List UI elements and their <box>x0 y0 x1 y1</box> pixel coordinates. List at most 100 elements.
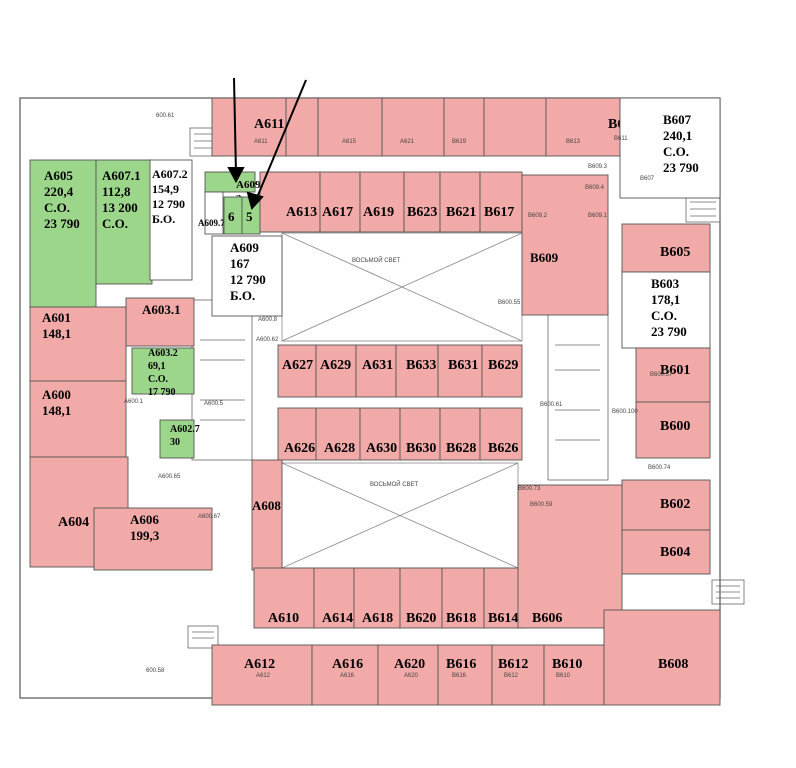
unit-b628[interactable]: B628 <box>439 407 481 461</box>
unit-area[interactable] <box>211 235 283 317</box>
unit-b616[interactable]: B616 <box>437 644 493 706</box>
unit-a626[interactable]: A626 <box>277 407 317 461</box>
unit-b608[interactable]: B608 <box>603 609 721 706</box>
unit-b606[interactable]: B606 <box>517 484 623 629</box>
unit-a616[interactable]: A616 <box>311 644 379 706</box>
unit-a608[interactable]: A608 <box>251 459 283 571</box>
unit-b633[interactable]: B633 <box>395 344 439 398</box>
unit-area[interactable] <box>353 567 401 629</box>
unit-b629[interactable]: B629 <box>481 344 523 398</box>
unit-b604[interactable]: B604 <box>621 529 711 575</box>
unit-area[interactable] <box>621 529 711 575</box>
unit-b614[interactable]: B614 <box>483 567 525 629</box>
unit-area[interactable] <box>253 567 315 629</box>
unit-area[interactable] <box>483 567 525 629</box>
unit-area[interactable] <box>481 344 523 398</box>
unit-area[interactable] <box>355 344 397 398</box>
unit-area[interactable] <box>315 344 357 398</box>
unit-a617[interactable]: A617 <box>319 171 361 233</box>
unit-a631[interactable]: A631 <box>355 344 397 398</box>
unit-area[interactable] <box>319 171 361 233</box>
unit-a628[interactable]: A628 <box>315 407 361 461</box>
unit-a612[interactable]: A612 <box>211 644 313 706</box>
unit-a611[interactable]: A611 <box>211 97 287 157</box>
unit-area[interactable] <box>443 97 485 157</box>
unit-b623[interactable]: B623 <box>403 171 441 233</box>
unit-area[interactable] <box>521 174 609 316</box>
unit-area[interactable] <box>377 644 439 706</box>
unit-area[interactable] <box>159 419 195 459</box>
unit-a619[interactable]: A619 <box>359 171 405 233</box>
unit-a602-7[interactable]: A602.730 <box>159 419 200 459</box>
unit-area[interactable] <box>619 97 721 199</box>
unit-6[interactable]: 6 <box>223 196 243 235</box>
unit-area[interactable] <box>211 644 313 706</box>
unit-area[interactable] <box>479 171 523 233</box>
unit-area[interactable] <box>483 97 547 157</box>
unit-area[interactable] <box>125 297 195 347</box>
unit-area[interactable] <box>439 407 481 461</box>
unit-area[interactable] <box>311 644 379 706</box>
unit-b630[interactable]: B630 <box>399 407 441 461</box>
unit-area[interactable] <box>491 644 545 706</box>
unit-area[interactable] <box>315 407 361 461</box>
unit-area[interactable] <box>313 567 355 629</box>
unit-a603-2[interactable]: A603.269,1С.О.17 790 <box>131 347 195 398</box>
unit-area[interactable] <box>149 159 193 281</box>
unit-b610[interactable]: B610 <box>543 644 605 706</box>
unit-area[interactable] <box>204 171 256 193</box>
unit-area[interactable] <box>437 644 493 706</box>
unit-area[interactable] <box>204 191 224 235</box>
unit-a627[interactable]: A627 <box>277 344 317 398</box>
unit-b612[interactable]: B612 <box>491 644 545 706</box>
unit-area[interactable] <box>635 347 711 403</box>
unit-area[interactable] <box>317 97 383 157</box>
unit-a610[interactable]: A610 <box>253 567 315 629</box>
unit-a613[interactable]: A613 <box>259 171 321 233</box>
unit-area[interactable] <box>635 401 711 459</box>
unit-area[interactable] <box>439 171 481 233</box>
unit-area[interactable] <box>621 271 711 349</box>
unit-b617[interactable]: B617 <box>479 171 523 233</box>
unit-area[interactable] <box>621 223 711 273</box>
unit-a630[interactable]: A630 <box>359 407 401 461</box>
unit-a614[interactable]: A614 <box>313 567 355 629</box>
unit-area[interactable] <box>251 459 283 571</box>
unit-area[interactable] <box>399 567 443 629</box>
unit-area[interactable] <box>517 484 623 629</box>
unit-area[interactable] <box>359 171 405 233</box>
unit-area[interactable] <box>403 171 441 233</box>
unit-b609[interactable]: B609 <box>521 174 609 316</box>
unit-area[interactable] <box>131 347 195 395</box>
unit-area[interactable] <box>29 306 127 382</box>
unit-area[interactable] <box>381 97 445 157</box>
unit-b626[interactable]: B626 <box>479 407 523 461</box>
unit-area[interactable] <box>277 407 317 461</box>
unit-area[interactable] <box>479 407 523 461</box>
unit-b602[interactable]: B602 <box>621 479 711 531</box>
unit-a629[interactable]: A629 <box>315 344 357 398</box>
unit-b621[interactable]: B621 <box>439 171 481 233</box>
unit-area[interactable] <box>285 97 319 157</box>
unit-area[interactable] <box>93 507 213 571</box>
unit-area[interactable] <box>95 159 153 285</box>
unit-b631[interactable]: B631 <box>437 344 483 398</box>
unit-b620[interactable]: B620 <box>399 567 443 629</box>
unit-b601[interactable]: B601 <box>635 347 711 403</box>
unit-area[interactable] <box>441 567 485 629</box>
unit-b600[interactable]: B600 <box>635 401 711 459</box>
unit-a618[interactable]: A618 <box>353 567 401 629</box>
unit-b618[interactable]: B618 <box>441 567 485 629</box>
unit-area[interactable] <box>543 644 605 706</box>
unit-area[interactable] <box>29 380 127 458</box>
unit-area[interactable] <box>603 609 721 706</box>
unit-area[interactable] <box>259 171 321 233</box>
